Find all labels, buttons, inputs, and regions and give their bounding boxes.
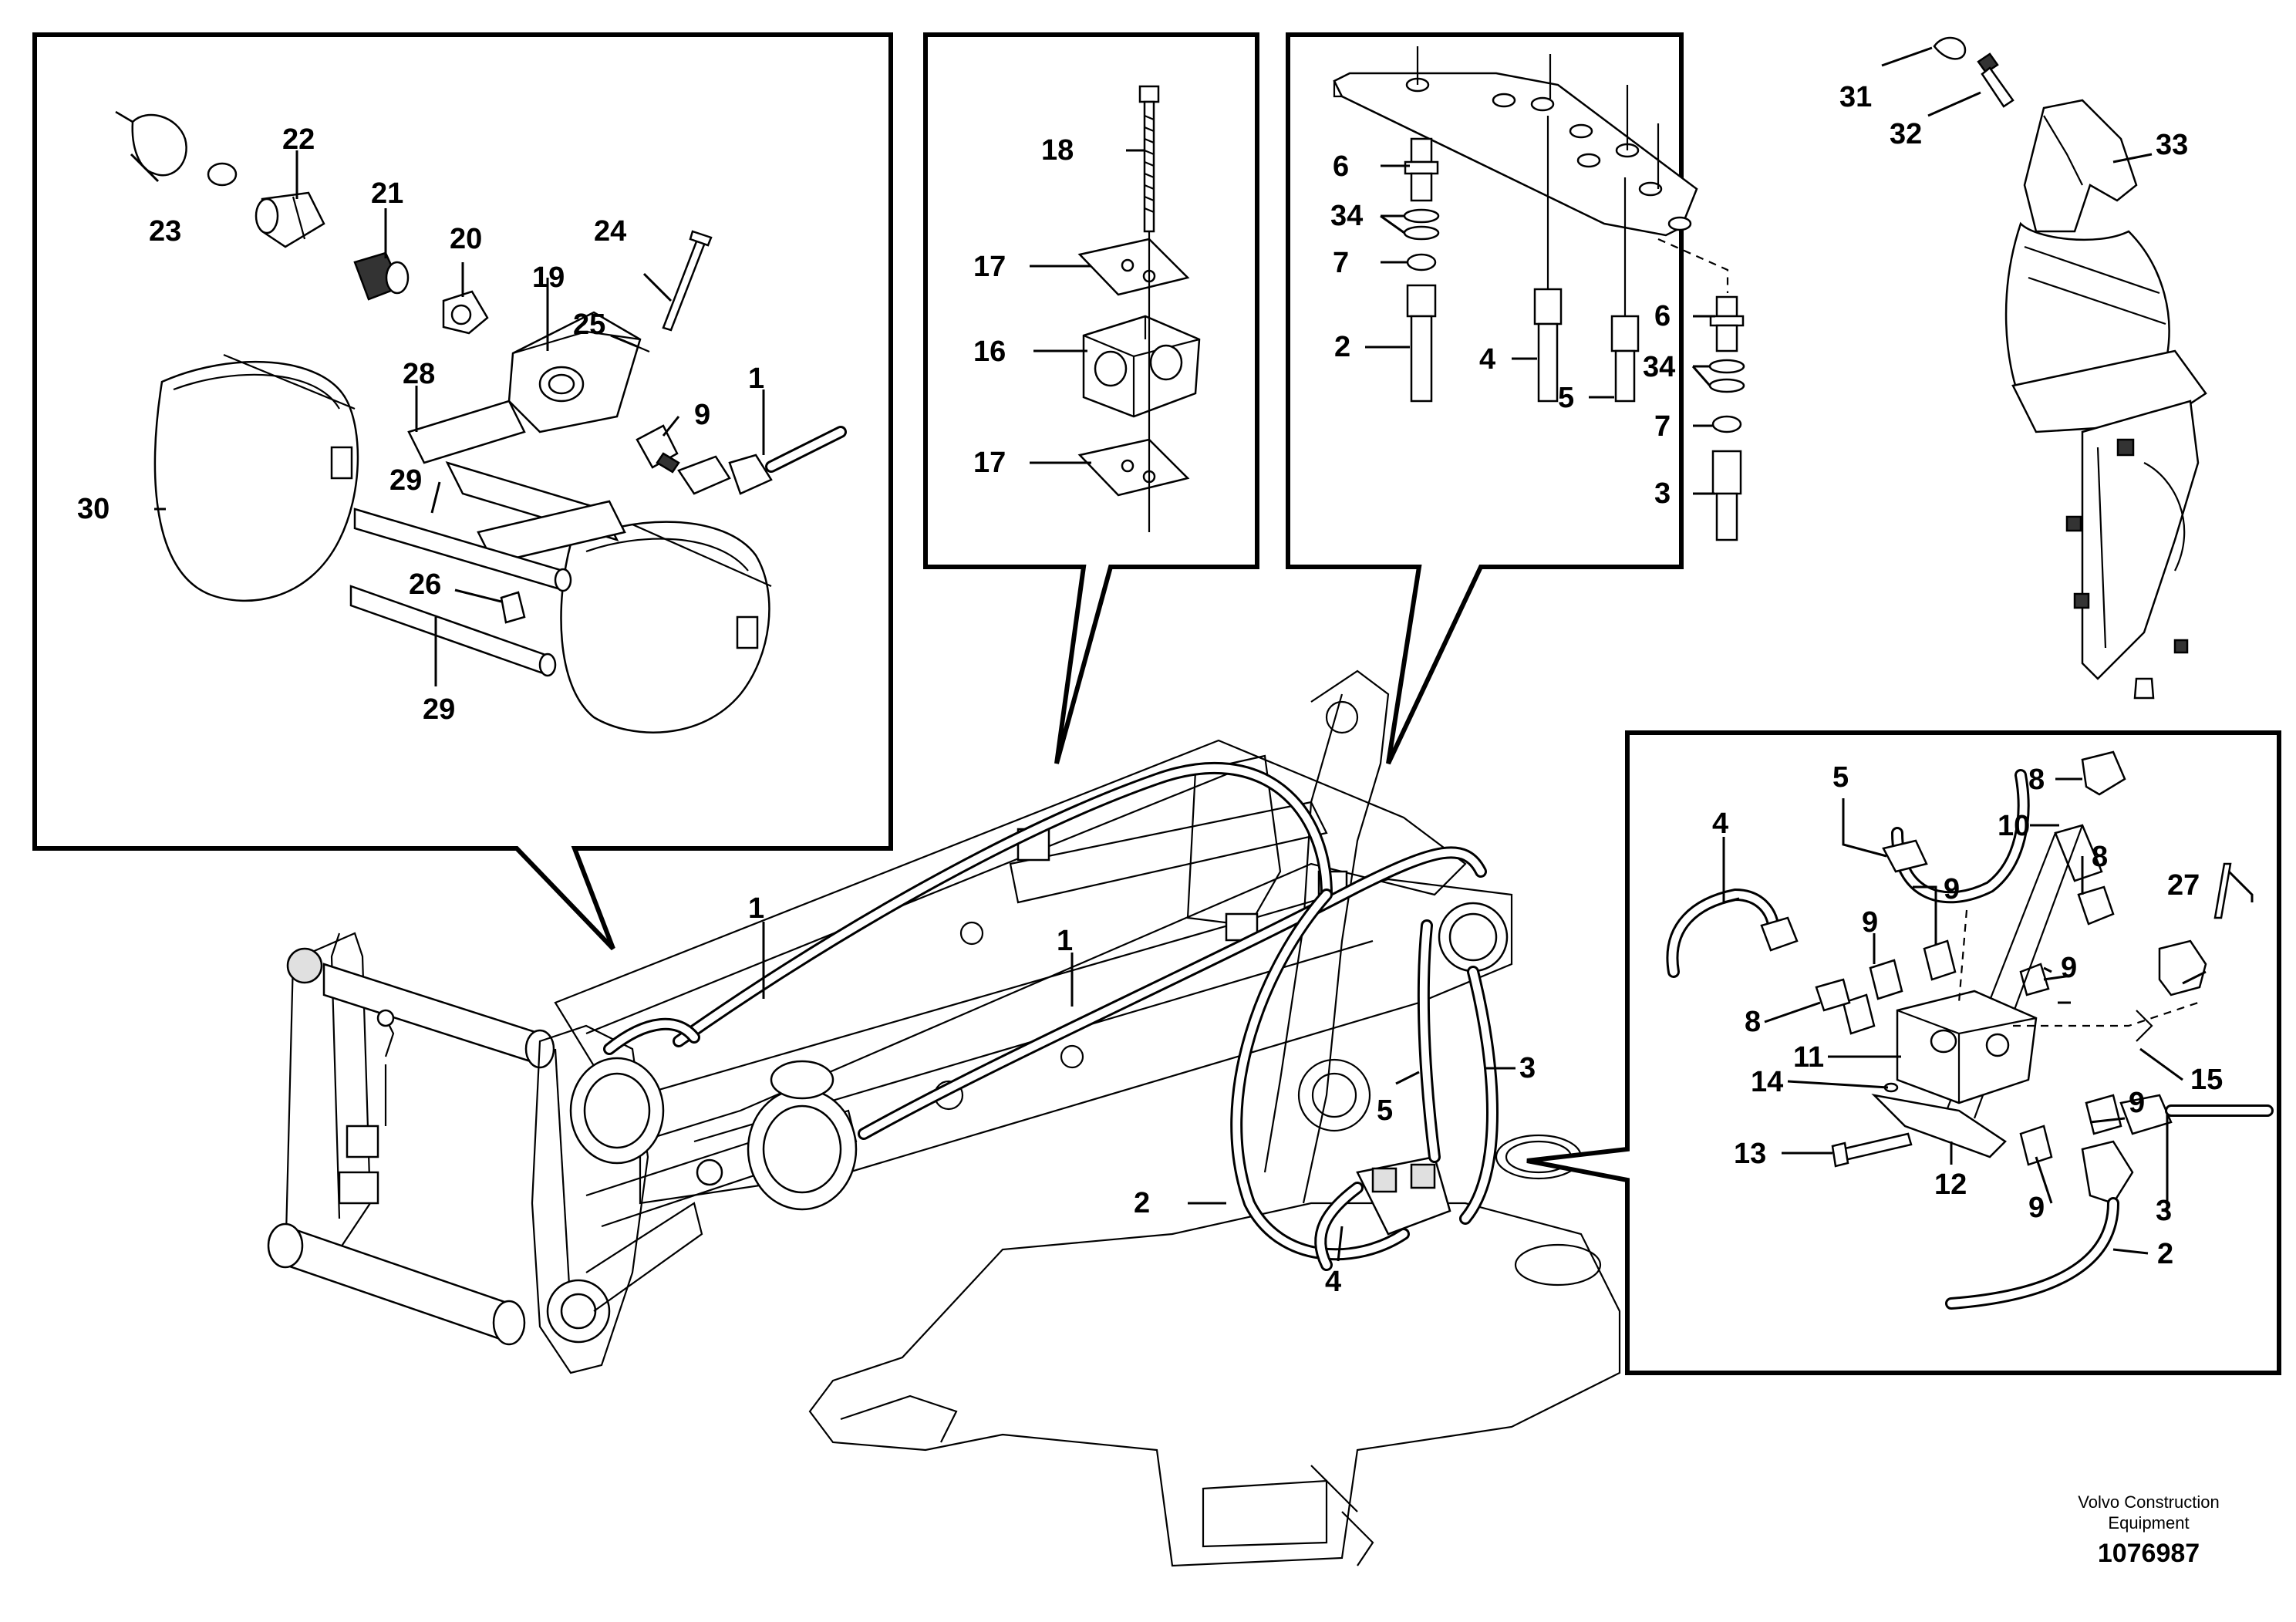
callout-4a: 4 <box>1479 343 1495 376</box>
leader-lines <box>130 46 2254 1262</box>
callout-5c: 5 <box>1832 761 1849 794</box>
footer: Volvo Construction Equipment 1076987 <box>2078 1492 2219 1568</box>
callout-10: 10 <box>1998 810 2030 842</box>
callout-3c: 3 <box>2156 1195 2172 1227</box>
callout-2a: 2 <box>1334 331 1350 363</box>
callout-17b: 17 <box>973 447 1006 479</box>
callout-7b: 7 <box>1654 410 1671 443</box>
callout-8a: 8 <box>2028 764 2045 796</box>
callout-9f: 9 <box>2028 1192 2045 1224</box>
brand-line-2: Equipment <box>2108 1513 2189 1533</box>
callout-5a: 5 <box>1558 382 1574 414</box>
callout-28: 28 <box>403 358 435 390</box>
callout-3a: 3 <box>1654 477 1671 510</box>
loader-frame-assembly <box>267 669 1621 1567</box>
callout-4c: 4 <box>1712 808 1728 840</box>
callout-34a: 34 <box>1330 200 1363 232</box>
callout-1c: 1 <box>1057 925 1073 957</box>
callout-18: 18 <box>1041 134 1074 167</box>
callout-numbers: 23 22 21 20 19 24 25 28 9 1 30 29 26 29 … <box>77 81 2223 1298</box>
callout-24: 24 <box>594 215 626 248</box>
callout-26: 26 <box>409 568 441 601</box>
callout-6b: 6 <box>1654 300 1671 332</box>
callout-9e: 9 <box>2129 1087 2145 1119</box>
callout-11: 11 <box>1793 1041 1824 1074</box>
callout-23: 23 <box>149 215 181 248</box>
detail-box-c <box>1286 32 1745 765</box>
control-lever-assembly <box>1933 36 2207 700</box>
callout-29b: 29 <box>423 693 455 726</box>
callout-19: 19 <box>532 261 565 294</box>
callout-15: 15 <box>2190 1064 2223 1096</box>
callout-1a: 1 <box>748 363 764 395</box>
callout-33: 33 <box>2156 129 2188 161</box>
callout-30: 30 <box>77 493 110 525</box>
callout-20: 20 <box>450 223 482 255</box>
callout-13: 13 <box>1734 1138 1766 1170</box>
callout-14: 14 <box>1751 1066 1783 1098</box>
callout-9a: 9 <box>694 399 710 431</box>
callout-1b: 1 <box>748 892 764 925</box>
callout-4b: 4 <box>1325 1266 1341 1298</box>
callout-12: 12 <box>1934 1168 1967 1201</box>
callout-29a: 29 <box>389 464 422 497</box>
detail-box-a <box>32 32 893 951</box>
callout-9b: 9 <box>1944 873 1960 905</box>
callout-25: 25 <box>573 309 605 341</box>
callout-21: 21 <box>371 177 403 210</box>
callout-2b: 2 <box>1134 1187 1150 1219</box>
callout-6a: 6 <box>1333 150 1349 183</box>
callout-3b: 3 <box>1519 1052 1536 1084</box>
callout-9c: 9 <box>1862 906 1878 939</box>
callout-22: 22 <box>282 123 315 156</box>
brand-line-1: Volvo Construction <box>2078 1492 2219 1512</box>
callout-2c: 2 <box>2157 1238 2173 1270</box>
detail-box-b <box>923 32 1259 764</box>
callout-7a: 7 <box>1333 247 1349 279</box>
callout-31: 31 <box>1839 81 1872 113</box>
callout-17a: 17 <box>973 251 1006 283</box>
callout-8b: 8 <box>2092 841 2108 873</box>
callout-8c: 8 <box>1745 1006 1761 1038</box>
callout-5b: 5 <box>1377 1094 1393 1127</box>
callout-16: 16 <box>973 336 1006 368</box>
detail-box-d <box>1526 730 2281 1375</box>
main-hoses <box>603 761 1499 1271</box>
callout-27: 27 <box>2167 869 2200 902</box>
document-number: 1076987 <box>2098 1539 2200 1568</box>
callout-34b: 34 <box>1643 351 1675 383</box>
callout-9d: 9 <box>2061 952 2077 984</box>
callout-32: 32 <box>1890 118 1922 150</box>
